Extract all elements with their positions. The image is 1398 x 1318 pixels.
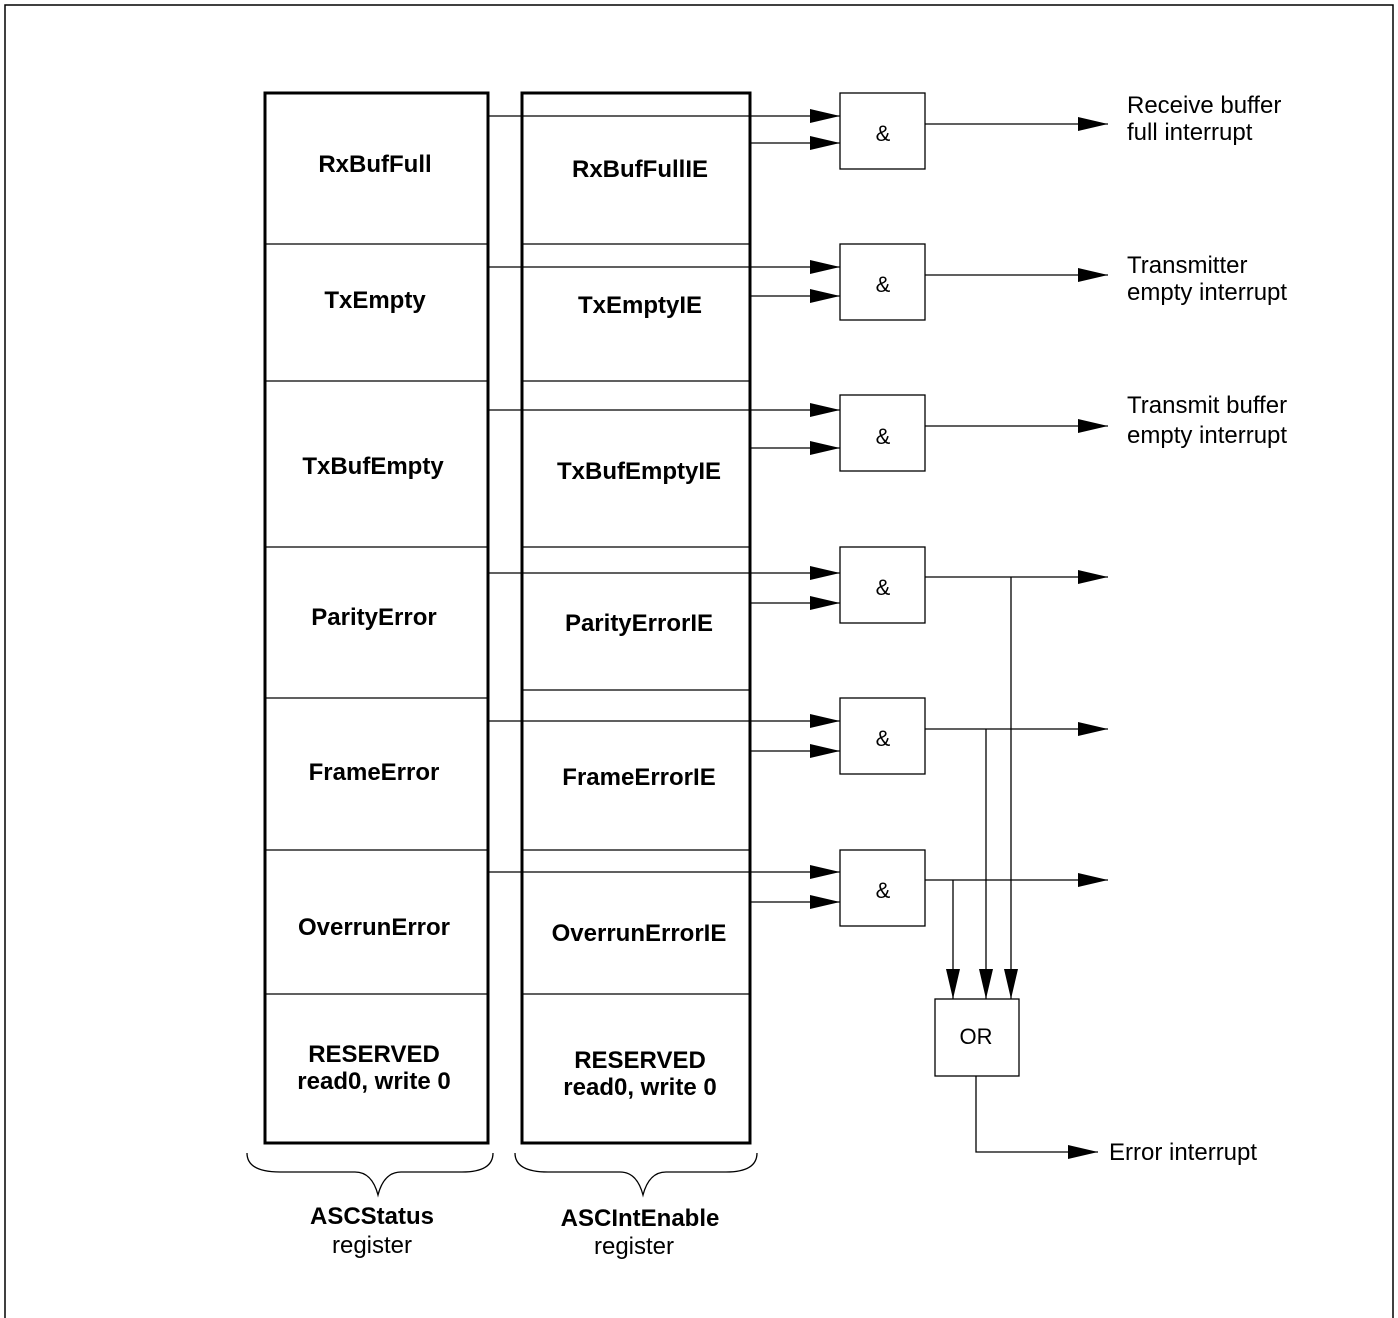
status-field-frameerror: FrameError bbox=[309, 759, 440, 786]
error-output-line bbox=[975, 1076, 1098, 1159]
and-gate-label: & bbox=[876, 575, 891, 600]
or-gate bbox=[934, 998, 1020, 1077]
ascintenable-brace bbox=[514, 1152, 758, 1198]
output-label-line2: empty interrupt bbox=[1127, 279, 1287, 306]
enable-field-rxbuffullie: RxBufFullIE bbox=[572, 156, 708, 183]
output-label-line2: full interrupt bbox=[1127, 119, 1253, 146]
ascintenable-register-name: ASCIntEnable bbox=[561, 1205, 720, 1232]
ascintenable-register: RxBufFullIE TxEmptyIE TxBufEmptyIE Parit… bbox=[520, 91, 752, 1145]
and-gate-label: & bbox=[876, 121, 891, 146]
enable-field-reserved: RESERVED bbox=[574, 1047, 706, 1074]
ascstatus-brace bbox=[246, 1152, 494, 1198]
enable-field-reserved-note: read0, write 0 bbox=[563, 1074, 716, 1101]
ascintenable-register-suffix: register bbox=[594, 1233, 674, 1260]
ascstatus-register-name: ASCStatus bbox=[310, 1203, 434, 1230]
and-gate bbox=[839, 697, 926, 775]
output-label-line1: Transmit buffer bbox=[1127, 392, 1287, 419]
and-gate-label: & bbox=[876, 424, 891, 449]
or-gate-label: OR bbox=[960, 1024, 993, 1049]
enable-field-frameerrorie: FrameErrorIE bbox=[562, 764, 715, 791]
output-label-line1: Receive buffer bbox=[1127, 92, 1281, 119]
status-field-parityerror: ParityError bbox=[311, 604, 436, 631]
enable-field-parityerrorie: ParityErrorIE bbox=[565, 610, 713, 637]
ascstatus-register-box bbox=[263, 91, 490, 1145]
enable-field-txbufemptyie: TxBufEmptyIE bbox=[557, 458, 721, 485]
status-field-txempty: TxEmpty bbox=[324, 287, 426, 314]
enable-field-txemptyie: TxEmptyIE bbox=[578, 292, 702, 319]
status-field-reserved-note: read0, write 0 bbox=[297, 1068, 450, 1095]
and-gate-label: & bbox=[876, 726, 891, 751]
and-gate bbox=[839, 546, 926, 624]
and-gate-label: & bbox=[876, 272, 891, 297]
status-field-txbufempty: TxBufEmpty bbox=[302, 453, 444, 480]
and-gate bbox=[839, 394, 926, 472]
status-field-rxbuffull: RxBufFull bbox=[318, 151, 431, 178]
and-gate bbox=[839, 92, 926, 170]
error-interrupt-label: Error interrupt bbox=[1109, 1139, 1257, 1166]
and-gate bbox=[839, 243, 926, 321]
and-gate-label: & bbox=[876, 878, 891, 903]
and-gate bbox=[839, 849, 926, 927]
ascstatus-register: RxBufFull TxEmpty TxBufEmpty ParityError… bbox=[263, 91, 490, 1145]
ascintenable-register-box bbox=[520, 91, 752, 1145]
output-label-line2: empty interrupt bbox=[1127, 422, 1287, 449]
enable-field-overrunerrorie: OverrunErrorIE bbox=[552, 920, 727, 947]
status-field-reserved: RESERVED bbox=[308, 1041, 440, 1068]
output-label-line1: Transmitter bbox=[1127, 252, 1247, 279]
status-field-overrunerror: OverrunError bbox=[298, 914, 450, 941]
outer-frame bbox=[4, 4, 1394, 1318]
ascstatus-register-suffix: register bbox=[332, 1232, 412, 1259]
